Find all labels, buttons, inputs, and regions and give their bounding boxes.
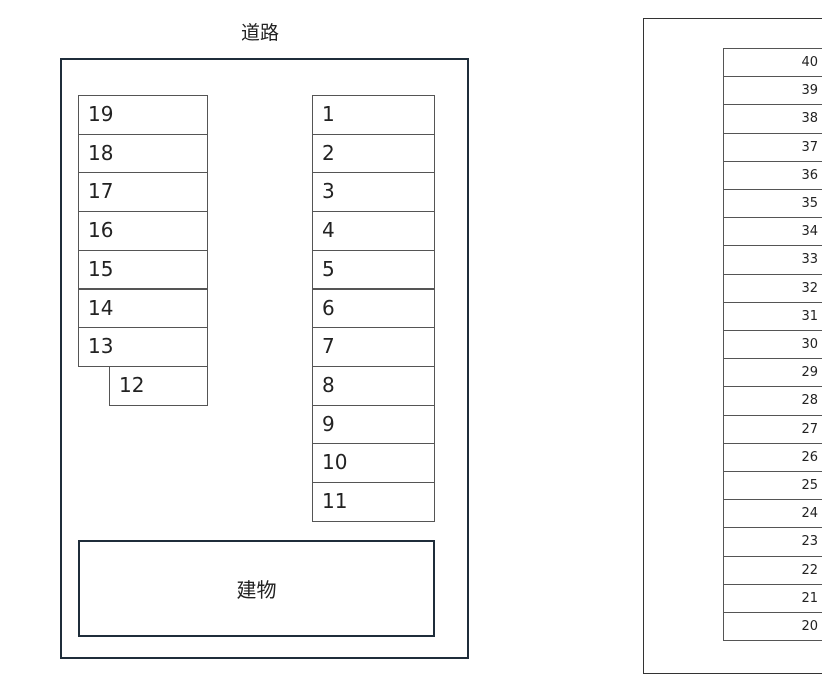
parking-space: 36 xyxy=(723,160,822,190)
parking-space: 31 xyxy=(723,301,822,331)
parking-space: 30 xyxy=(723,330,822,360)
parking-space: 1 xyxy=(312,95,435,135)
parking-space: 10 xyxy=(312,443,435,483)
parking-space: 37 xyxy=(723,132,822,162)
parking-space: 39 xyxy=(723,76,822,106)
parking-space: 22 xyxy=(723,555,822,585)
parking-space: 17 xyxy=(78,172,208,213)
parking-space: 8 xyxy=(312,365,435,406)
parking-space: 28 xyxy=(723,386,822,416)
parking-space: 15 xyxy=(78,249,208,290)
parking-space: 33 xyxy=(723,245,822,275)
parking-space: 26 xyxy=(723,442,822,472)
parking-space: 12 xyxy=(109,365,208,406)
parking-space: 34 xyxy=(723,217,822,247)
parking-space: 9 xyxy=(312,404,435,445)
parking-space: 16 xyxy=(78,211,208,251)
parking-space: 4 xyxy=(312,211,435,251)
parking-space: 2 xyxy=(312,133,435,174)
parking-space: 13 xyxy=(78,327,208,367)
parking-space: 7 xyxy=(312,327,435,367)
parking-space: 3 xyxy=(312,172,435,213)
parking-space: 14 xyxy=(78,288,208,329)
parking-lot-a xyxy=(60,58,469,659)
road-label: 道路 xyxy=(240,22,279,44)
parking-lot-b xyxy=(643,18,822,674)
parking-space: 29 xyxy=(723,358,822,388)
parking-space: 20 xyxy=(723,612,822,642)
building-label: 建物 xyxy=(236,578,277,602)
building: 建物 xyxy=(78,540,435,637)
parking-space: 40 xyxy=(723,48,822,78)
parking-space: 38 xyxy=(723,104,822,134)
parking-space: 25 xyxy=(723,471,822,501)
parking-space: 5 xyxy=(312,249,435,290)
parking-space: 35 xyxy=(723,189,822,219)
parking-space: 21 xyxy=(723,583,822,613)
parking-space: 19 xyxy=(78,95,208,135)
parking-space: 27 xyxy=(723,414,822,444)
parking-space: 11 xyxy=(312,482,435,522)
parking-space: 23 xyxy=(723,527,822,557)
parking-space: 32 xyxy=(723,273,822,303)
parking-space: 24 xyxy=(723,499,822,529)
parking-space: 6 xyxy=(312,288,435,329)
parking-space: 18 xyxy=(78,133,208,174)
